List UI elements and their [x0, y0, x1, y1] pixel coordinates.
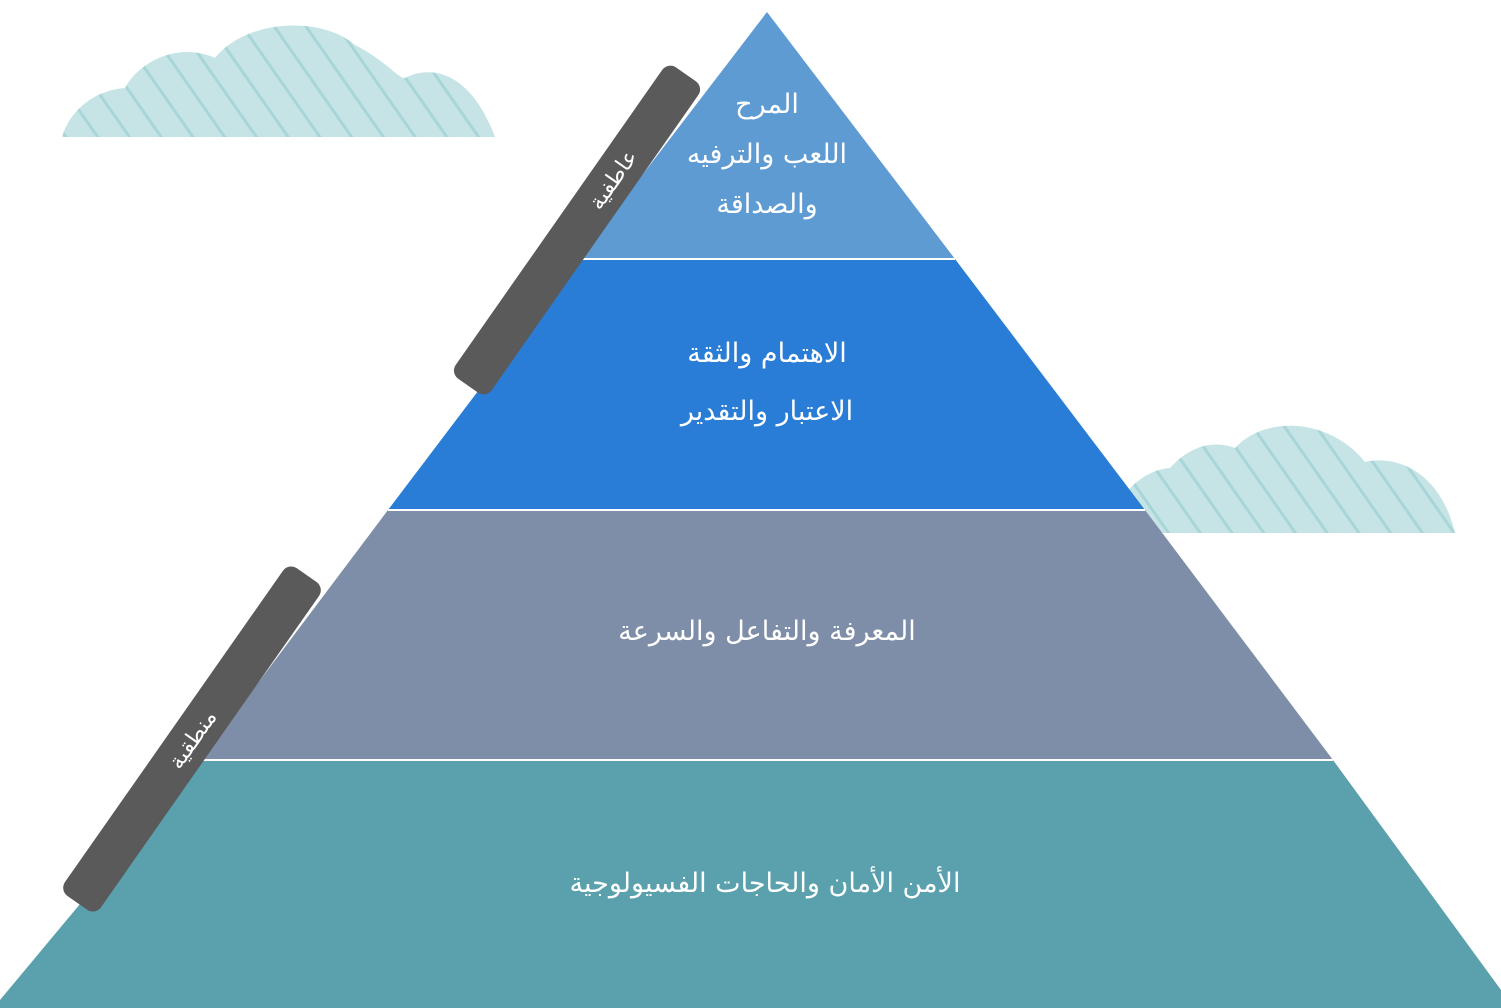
level-top-label: المرح اللعب والترفيه والصداقة	[627, 80, 907, 230]
level-lower-middle-line-1: المعرفة والتفاعل والسرعة	[618, 616, 916, 647]
level-upper-middle-line-2: الاعتبار والتقدير	[680, 396, 854, 427]
level-top-line-3: والصداقة	[716, 189, 818, 220]
pyramid-level-top	[578, 12, 955, 259]
level-base-label: الأمن الأمان والحاجات الفسيولوجية	[415, 862, 1115, 906]
cloud-left-icon	[62, 25, 495, 137]
level-top-line-2: اللعب والترفيه	[686, 139, 848, 170]
level-upper-middle-label: الاهتمام والثقة الاعتبار والتقدير	[567, 325, 967, 441]
pyramid-level-lower-middle	[200, 510, 1333, 760]
level-top-line-1: المرح	[735, 89, 799, 120]
level-base-line-1: الأمن الأمان والحاجات الفسيولوجية	[569, 868, 961, 899]
pyramid-level-base	[0, 760, 1501, 1008]
level-lower-middle-label: المعرفة والتفاعل والسرعة	[467, 610, 1067, 654]
pyramid-level-upper-middle	[388, 259, 1145, 510]
cloud-right-icon	[1110, 425, 1455, 533]
level-upper-middle-line-1: الاهتمام والثقة	[687, 338, 847, 369]
